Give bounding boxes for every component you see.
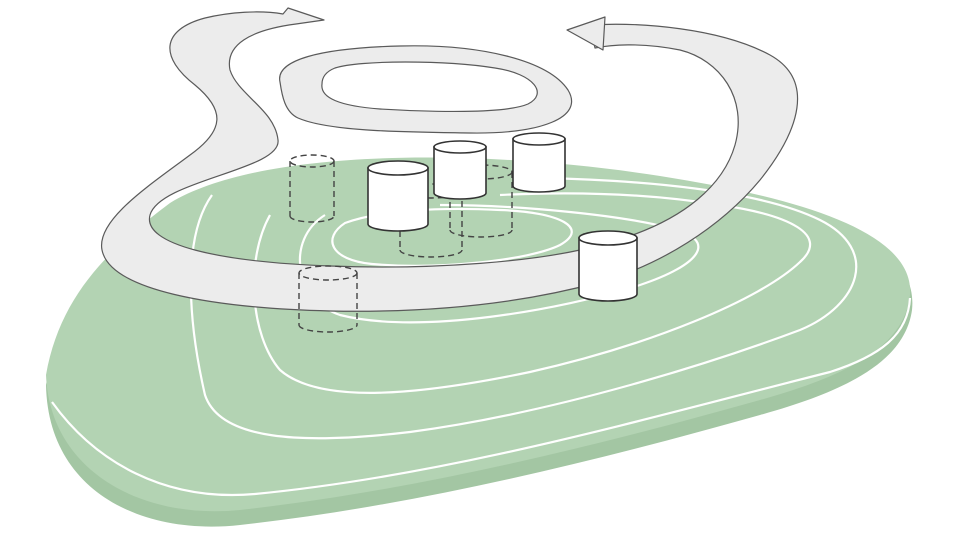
solid-cylinder-1 — [367, 160, 429, 232]
solid-cylinder-3 — [512, 132, 566, 193]
solid-cylinders-back — [367, 132, 566, 232]
flows — [101, 7, 799, 312]
front-cylinders — [298, 230, 638, 333]
contour-line-1 — [51, 297, 912, 497]
contour-line-2 — [189, 176, 858, 440]
closed-loop-flow — [279, 45, 573, 134]
contour-line-5 — [331, 207, 573, 267]
solid-cylinder-4 — [578, 230, 638, 302]
solid-cylinder-2 — [433, 140, 487, 200]
terrain — [46, 157, 913, 527]
terrain-slab-top — [46, 157, 911, 512]
left-flow-arrow — [101, 7, 799, 312]
right-flow-arrowhead — [566, 16, 606, 51]
dashed-cylinder-4 — [298, 265, 358, 333]
dashed-cylinder-1 — [289, 154, 335, 223]
